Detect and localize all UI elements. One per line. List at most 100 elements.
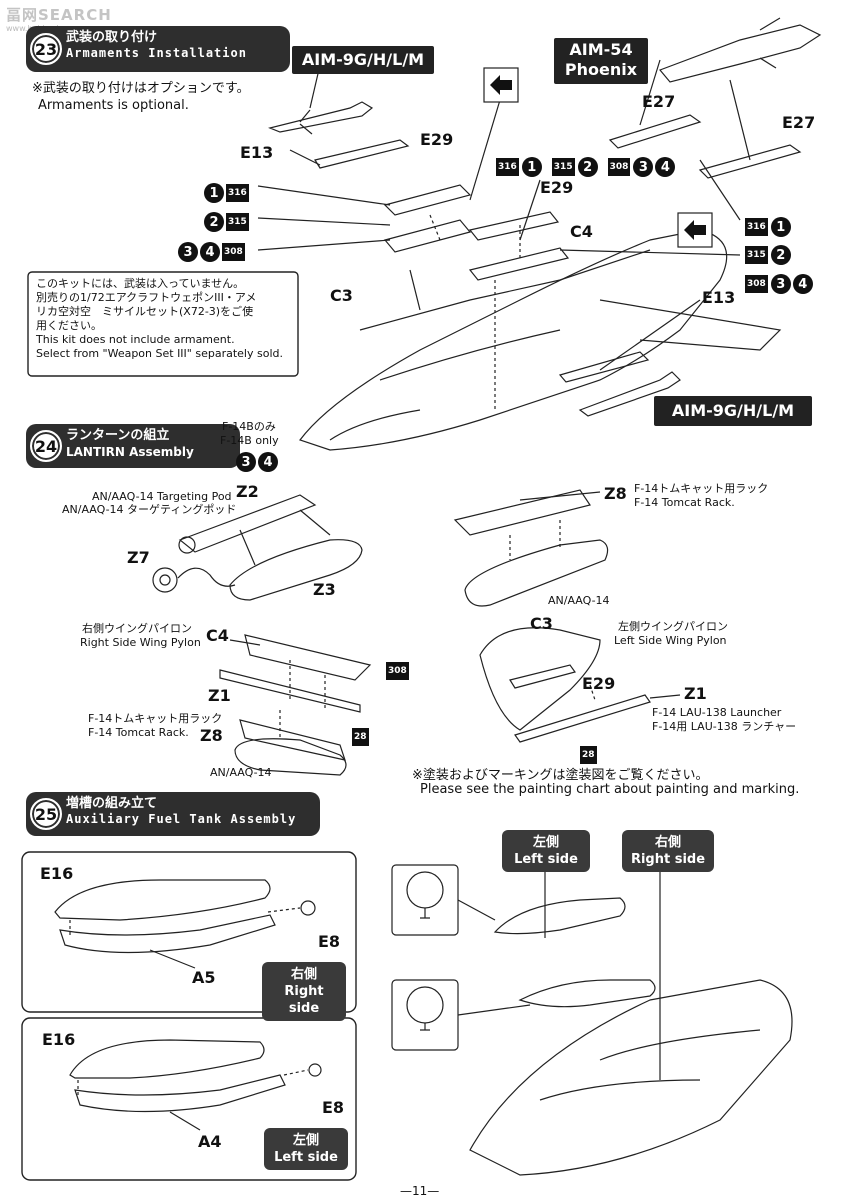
variant-badge-4-right: 4 — [792, 274, 813, 294]
left-side-jp: 左側 — [292, 1133, 319, 1148]
aim9-label-bottom: AIM-9G/H/L/M — [654, 396, 812, 426]
notice-en-line2: Select from "Weapon Set III" separately … — [36, 347, 283, 360]
part-E8-bottom: E8 — [322, 1098, 345, 1117]
targeting-pod-jp: AN/AAQ-14 ターゲティングポッド — [62, 503, 237, 516]
rack-jp-right: F-14トムキャット用ラック — [634, 482, 769, 495]
part-A5: A5 — [192, 968, 216, 987]
notice-en-line1: This kit does not include armament. — [36, 333, 235, 346]
variant-key-2: 2 315 — [204, 212, 252, 232]
paint-code-28-left: 28 — [352, 728, 369, 746]
launcher-jp: F-14用 LAU-138 ランチャー — [652, 720, 797, 733]
targeting-pod-en: AN/AAQ-14 Targeting Pod — [92, 490, 232, 503]
left-side-tag-box: 左側 Left side — [264, 1128, 348, 1170]
part-E13-top: E13 — [240, 143, 274, 162]
notice-jp-line3: リカ空対空 ミサイルセット(X72-3)をご使 — [36, 305, 254, 318]
part-E13-bottom: E13 — [702, 288, 736, 307]
aim54-label-line1: AIM-54 — [569, 40, 633, 59]
variant-badge-1: 1 — [204, 183, 224, 203]
aircraft-right-jp: 右側 — [654, 835, 681, 850]
paint-code-308-24: 308 — [386, 662, 409, 680]
armament-optional-note-jp: ※武装の取り付けはオプションです。 — [32, 81, 250, 96]
notice-jp-line4: 用ください。 — [36, 319, 102, 332]
notice-jp-line2: 別売りの1/72エアクラフトウェポンIII・アメ — [36, 291, 257, 304]
variant-key-34: 3 4 308 — [178, 242, 248, 262]
part-E29-24: E29 — [582, 674, 616, 693]
variant-key-top: 316 1 315 2 308 3 4 — [496, 157, 677, 177]
variant-badge-2-right: 2 — [770, 245, 791, 265]
variant-badge-4-24: 4 — [258, 452, 278, 472]
section-24-title-en: LANTIRN Assembly — [66, 445, 194, 459]
section-23-header: 23 武装の取り付け Armaments Installation — [26, 26, 290, 72]
section-25-header: 25 増槽の組み立て Auxiliary Fuel Tank Assembly — [26, 792, 320, 836]
variant-badge-3-top: 3 — [633, 157, 654, 177]
left-side-en: Left side — [274, 1150, 338, 1165]
part-C4-24: C4 — [206, 626, 229, 645]
aircraft-left-en: Left side — [514, 852, 578, 867]
f14b-only-en: F-14B only — [220, 434, 279, 447]
part-E27-left: E27 — [642, 92, 676, 111]
aim9-missile-top — [268, 101, 374, 133]
paint-code-316-right: 316 — [745, 218, 768, 236]
aaq14-label-right: AN/AAQ-14 — [548, 594, 610, 607]
right-pylon-jp: 右側ウイングパイロン — [82, 622, 192, 635]
paint-code-315-right: 315 — [745, 246, 768, 264]
launcher-en: F-14 LAU-138 Launcher — [652, 706, 782, 719]
paint-note-jp: ※塗装およびマーキングは塗装図をご覧ください。 — [412, 768, 709, 783]
paint-code-315: 315 — [226, 213, 249, 231]
aim9-missile-bottom — [578, 371, 681, 417]
right-side-jp: 右側 — [290, 967, 317, 982]
left-pylon-en: Left Side Wing Pylon — [614, 634, 727, 647]
aim54-label: AIM-54 Phoenix — [554, 38, 648, 84]
part-Z3: Z3 — [313, 580, 336, 599]
paint-code-315-top: 315 — [551, 158, 575, 176]
aircraft-right-en: Right side — [630, 852, 706, 867]
f14b-only-jp: F-14Bのみ — [222, 420, 276, 433]
variant-badge-4: 4 — [200, 242, 220, 262]
page-number: —11— — [400, 1184, 440, 1198]
section-23-number: 23 — [30, 33, 62, 65]
variant-key-right-2: 315 2 — [745, 245, 793, 265]
rack2-jp: F-14トムキャット用ラック — [88, 712, 223, 725]
rack-en-right: F-14 Tomcat Rack. — [634, 496, 735, 509]
variant-badge-2: 2 — [204, 212, 224, 232]
part-E8-top: E8 — [318, 932, 341, 951]
left-pylon-jp: 左側ウイングパイロン — [618, 620, 728, 633]
part-A4: A4 — [198, 1132, 222, 1151]
part-Z8-right: Z8 — [604, 484, 627, 503]
aim54-missile — [658, 24, 822, 83]
watermark-logo: 畐网SEARCH — [6, 6, 112, 24]
aircraft-right-tag: 右側 Right side — [622, 830, 714, 872]
paint-code-28-right: 28 — [580, 746, 597, 764]
part-Z7: Z7 — [127, 548, 150, 567]
aircraft-left-tag: 左側 Left side — [502, 830, 590, 872]
part-E29-mid: E29 — [540, 178, 574, 197]
variant-badge-3-right: 3 — [770, 274, 791, 294]
part-E16-bottom: E16 — [42, 1030, 76, 1049]
paint-code-316-top: 316 — [496, 158, 519, 176]
part-C4: C4 — [570, 222, 593, 241]
section-24-header: 24 ランターンの組立 LANTIRN Assembly — [26, 424, 240, 468]
aaq14-label-left: AN/AAQ-14 — [210, 766, 272, 779]
paint-code-308-right: 308 — [745, 275, 768, 293]
variant-badge-1-top: 1 — [521, 157, 542, 177]
part-C3: C3 — [330, 286, 353, 305]
variant-key-right-34: 308 3 4 — [745, 274, 815, 294]
variant-badge-3: 3 — [178, 242, 198, 262]
part-Z1-left: Z1 — [208, 686, 231, 705]
aircraft-body-23 — [299, 229, 728, 451]
right-side-tag-box: 右側 Right side — [262, 962, 346, 1021]
right-pylon-en: Right Side Wing Pylon — [80, 636, 201, 649]
paint-code-308: 308 — [222, 243, 245, 261]
part-Z1-right: Z1 — [684, 684, 707, 703]
section-25-title-jp: 増槽の組み立て — [66, 796, 158, 811]
section-23-title-en: Armaments Installation — [66, 46, 247, 60]
part-E29-top: E29 — [420, 130, 454, 149]
part-Z8-left: Z8 — [200, 726, 223, 745]
aircraft-left-jp: 左側 — [532, 835, 559, 850]
armament-optional-note-en: Armaments is optional. — [38, 98, 189, 113]
part-E16-top: E16 — [40, 864, 74, 883]
section-23-title-jp: 武装の取り付け — [66, 30, 158, 45]
paint-note-en: Please see the painting chart about pain… — [420, 782, 800, 797]
section-25-number: 25 — [30, 798, 62, 830]
